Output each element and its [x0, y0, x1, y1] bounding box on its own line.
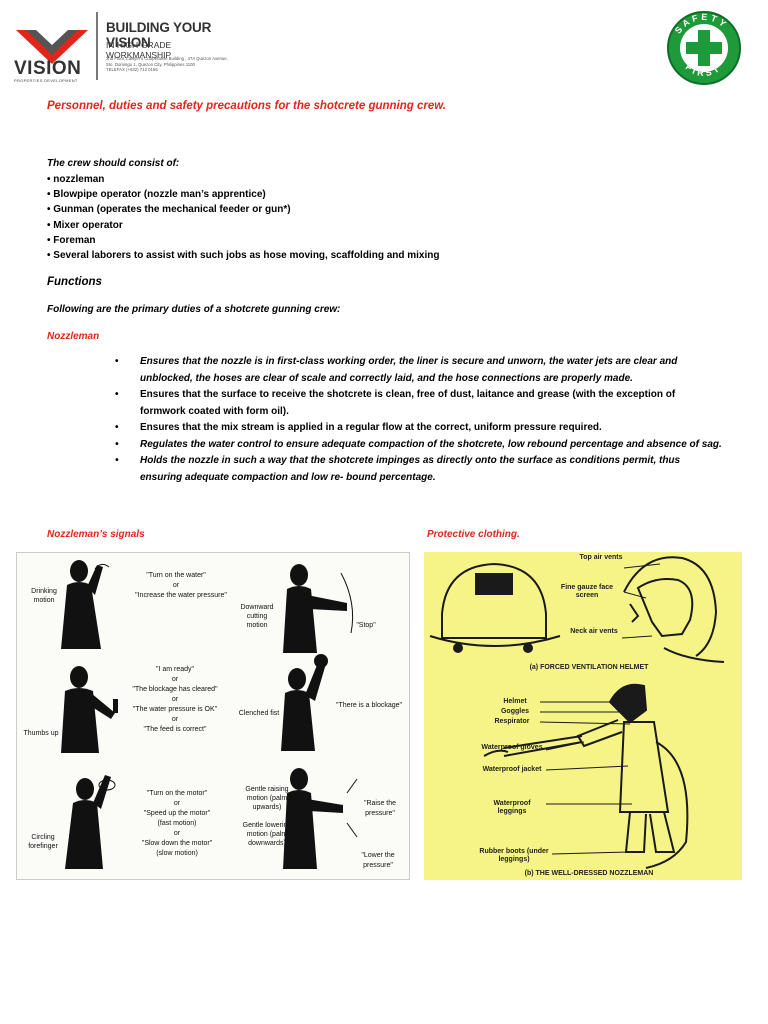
- pressure-ok-quote: "The water pressure is OK": [132, 706, 218, 713]
- gloves-label: Waterproof gloves: [481, 744, 543, 751]
- clenched-fist-figure-icon: [281, 654, 328, 751]
- drinking-label: Drinking motion: [31, 588, 57, 604]
- page-title: Personnel, duties and safety precautions…: [47, 100, 446, 112]
- ready-quote: "I am ready": [155, 666, 195, 673]
- water-increase-quote: "Increase the water pressure": [135, 592, 227, 599]
- circular-arrow-icon: [94, 563, 110, 570]
- helmet-side-icon: [623, 556, 725, 663]
- list-item: • Ensures that the nozzle is in first-cla…: [112, 354, 722, 387]
- crew-heading: The crew should consist of:: [47, 158, 180, 169]
- gauze-label: Fine gauze face screen: [560, 584, 614, 599]
- nozzleman-signals-figure: Drinking motion "Turn on the water" or "…: [16, 552, 410, 880]
- clenched-label: Clenched fist: [238, 710, 280, 717]
- or-text: or: [173, 800, 181, 807]
- or-text: or: [171, 716, 179, 723]
- top-vents-label: Top air vents: [579, 554, 623, 561]
- or-text: or: [172, 582, 180, 589]
- logo-headline: BUILDING YOUR VISION: [106, 20, 212, 50]
- goggles-label: Goggles: [500, 708, 529, 715]
- water-on-quote: "Turn on the water": [146, 572, 206, 579]
- helmet-label: Helmet: [503, 698, 527, 705]
- list-item: • Holds the nozzle in such a way that the…: [112, 453, 722, 486]
- blockage-quote: "There is a blockage": [335, 702, 403, 709]
- list-item: • Ensures that the mix stream is applied …: [112, 420, 722, 437]
- bullet: •: [115, 422, 119, 433]
- helmet-front-icon: [429, 562, 561, 653]
- duty-text: Holds the nozzle in such a way that the …: [140, 455, 681, 483]
- protective-clothing-figure: Top air vents Fine gauze face screen Nec…: [424, 552, 742, 880]
- speed-up-quote: "Speed up the motor": [143, 810, 211, 817]
- list-item: • Foreman: [47, 234, 96, 246]
- duty-text: Ensures that the nozzle is in first-clas…: [140, 356, 678, 384]
- list-item: • Gunman (operates the mechanical feeder…: [47, 204, 291, 216]
- gentle-raise-label: Gentle raising motion (palm upwards): [245, 786, 289, 811]
- list-item: • nozzleman: [47, 174, 105, 185]
- signals-heading: Nozzleman’s signals: [47, 529, 145, 540]
- list-item: • Regulates the water control to ensure a…: [112, 437, 722, 454]
- raising-lowering-figure-icon: [283, 768, 343, 869]
- circling-label: Circling forefinger: [28, 834, 58, 850]
- raise-quote: "Raise the pressure": [363, 800, 397, 817]
- downward-label: Downward cutting motion: [240, 604, 274, 629]
- vision-logo-mark: [16, 30, 88, 64]
- logo-subtitle: PROPERTIES DEVELOPMENT: [14, 78, 78, 83]
- respirator-label: Respirator: [494, 718, 530, 725]
- logo-tagline: IN HIGH-GRADE WORKMANSHIP: [106, 40, 172, 60]
- lower-quote: "Lower the pressure": [361, 852, 395, 869]
- address-line: Sto. Domingo 1, Quezon City, Philippines…: [106, 61, 195, 67]
- cleared-quote: "The blockage has cleared": [132, 686, 218, 693]
- or-text: or: [171, 696, 179, 703]
- safety-first-badge-icon: SAFETY FIRST: [667, 11, 741, 85]
- slow-down-quote: "Slow down the motor": [141, 840, 213, 847]
- slow-note: (slow motion): [156, 850, 198, 857]
- gentle-lower-label: Gentle lowering motion (palm downwards): [242, 822, 292, 847]
- protective-drawings: [429, 556, 725, 869]
- logo-divider: [96, 12, 98, 80]
- boots-label: Rubber boots (under leggings): [479, 848, 549, 863]
- duty-text: Ensures that the surface to receive the …: [140, 389, 676, 417]
- circling-forefinger-figure-icon: [65, 775, 111, 869]
- feed-correct-quote: "The feed is correct": [143, 726, 207, 733]
- nozzleman-heading: Nozzleman: [47, 331, 100, 342]
- company-logo: VISION PROPERTIES DEVELOPMENT BUILDING Y…: [12, 12, 228, 83]
- neck-vents-label: Neck air vents: [570, 628, 618, 635]
- duty-text: Ensures that the mix stream is applied i…: [140, 422, 602, 433]
- nozzleman-duties-list: • Ensures that the nozzle is in first-cla…: [112, 354, 722, 486]
- bullet: •: [115, 438, 119, 450]
- drinking-figure-icon: [61, 560, 103, 649]
- or-text: or: [171, 676, 179, 683]
- thumbs-label: Thumbs up: [23, 730, 59, 737]
- signal-silhouettes: [61, 560, 358, 869]
- motor-on-quote: "Turn on the motor": [146, 790, 208, 797]
- or-text: or: [173, 830, 181, 837]
- protective-heading: Protective clothing.: [427, 529, 520, 540]
- caption-helmet: (a) FORCED VENTILATION HELMET: [529, 664, 649, 671]
- list-item: • Blowpipe operator (nozzle man’s appren…: [47, 189, 266, 201]
- leggings-label: Waterproof leggings: [493, 800, 531, 815]
- thumbs-up-figure-icon: [61, 666, 118, 753]
- duty-text: Regulates the water control to ensure ad…: [140, 438, 722, 450]
- bullet: •: [115, 356, 119, 367]
- bullet: •: [115, 455, 119, 466]
- duties-intro: Following are the primary duties of a sh…: [47, 304, 341, 315]
- address-line: TELEFAX (+632) 712 0166: [106, 67, 158, 73]
- address-line: 2nd Floor, Lawyer's Cooperative Building…: [106, 56, 228, 61]
- jacket-label: Waterproof jacket: [482, 766, 542, 773]
- downward-arrow-icon: [340, 572, 354, 634]
- fast-note: (fast motion): [157, 820, 197, 827]
- caption-nozzleman: (b) THE WELL-DRESSED NOZZLEMAN: [524, 870, 654, 877]
- logo-wordmark: VISION: [14, 58, 82, 79]
- downward-cutting-figure-icon: [283, 564, 347, 653]
- company-address: 2nd Floor, Lawyer's Cooperative Building…: [106, 56, 236, 73]
- crew-list: • nozzleman • Blowpipe operator (nozzle …: [47, 172, 440, 263]
- stop-quote: "Stop": [356, 622, 376, 629]
- functions-heading: Functions: [47, 276, 102, 288]
- list-item: • Ensures that the surface to receive the…: [112, 387, 722, 420]
- nozzleman-figure-icon: [483, 683, 689, 869]
- bullet: •: [115, 389, 119, 400]
- circling-arrow-icon: [98, 779, 116, 791]
- list-item: • Several laborers to assist with such j…: [47, 250, 440, 262]
- list-item: • Mixer operator: [47, 219, 123, 231]
- up-down-arrows-icon: [346, 778, 358, 838]
